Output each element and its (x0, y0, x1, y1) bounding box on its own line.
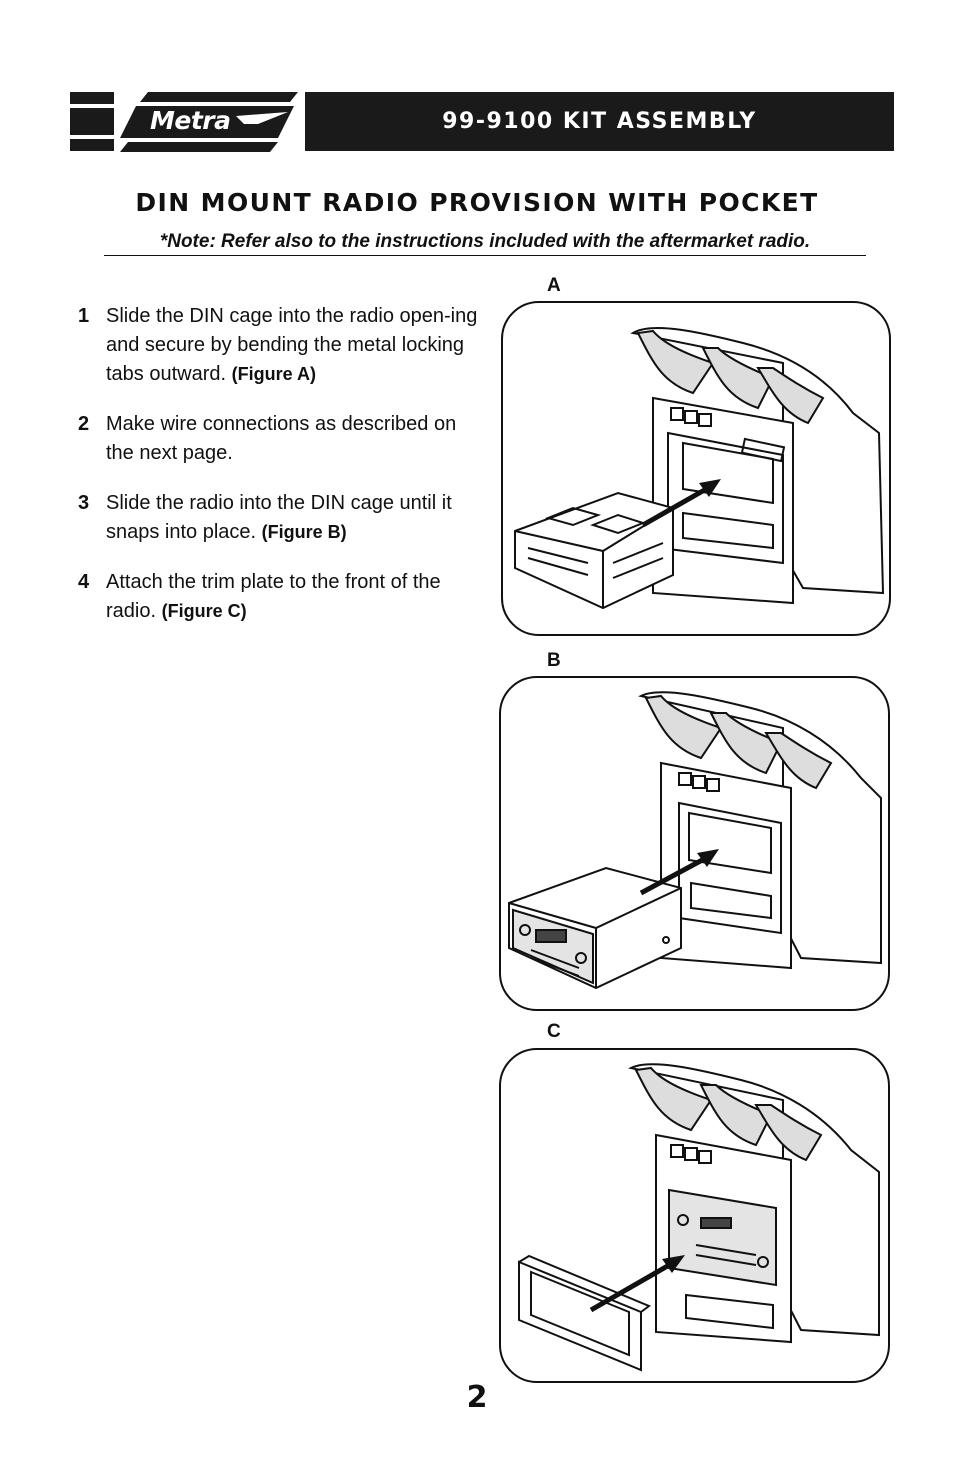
logo-wordmark: Metra (150, 106, 231, 135)
note-text: *Note: Refer also to the instructions in… (104, 231, 866, 256)
figure-a-illustration (514, 327, 885, 610)
step-text: Attach the trim plate to the front of th… (106, 571, 441, 622)
step-number: 3 (78, 492, 90, 514)
step-3: 3 Slide the radio into the DIN cage unti… (78, 489, 478, 547)
step-1: 1 Slide the DIN cage into the radio open… (78, 302, 478, 389)
insertion-arrow-icon (589, 1255, 685, 1313)
figure-a-label: A (547, 275, 561, 296)
figure-b (499, 676, 890, 1011)
vent-icon (634, 1066, 823, 1162)
header-bar (70, 139, 114, 151)
step-text: Slide the DIN cage into the radio open-i… (106, 305, 478, 385)
vent-icon (644, 694, 833, 790)
figure-b-label: B (547, 650, 561, 671)
insertion-arrow-icon (639, 849, 719, 896)
figure-c-label: C (547, 1021, 561, 1042)
step-4: 4 Attach the trim plate to the front of … (78, 568, 478, 626)
figure-c (499, 1048, 890, 1383)
step-text: Make wire connections as described on th… (106, 413, 457, 464)
step-number: 1 (78, 305, 90, 327)
figure-ref: (Figure C) (161, 601, 247, 621)
header-bar (70, 92, 114, 104)
page-number: 2 (466, 1380, 488, 1415)
metra-logo (118, 90, 300, 154)
header-bars-decoration (70, 92, 114, 152)
title-bar: 99-9100 KIT ASSEMBLY (305, 92, 894, 151)
section-title: DIN MOUNT RADIO PROVISION WITH POCKET (135, 188, 819, 217)
figure-a (501, 301, 891, 636)
step-2: 2 Make wire connections as described on … (78, 410, 478, 468)
step-number: 2 (78, 413, 90, 435)
figure-ref: (Figure B) (261, 522, 347, 542)
instruction-steps: 1 Slide the DIN cage into the radio open… (78, 302, 478, 647)
header-bar (70, 108, 114, 135)
vent-icon (636, 329, 825, 425)
step-text: Slide the radio into the DIN cage until … (106, 492, 452, 543)
page-title: 99-9100 KIT ASSEMBLY (442, 109, 757, 134)
figure-ref: (Figure A) (231, 364, 316, 384)
step-number: 4 (78, 571, 90, 593)
figure-b-illustration (508, 691, 882, 990)
figure-c-illustration (518, 1063, 880, 1372)
insertion-arrow-icon (641, 479, 721, 528)
